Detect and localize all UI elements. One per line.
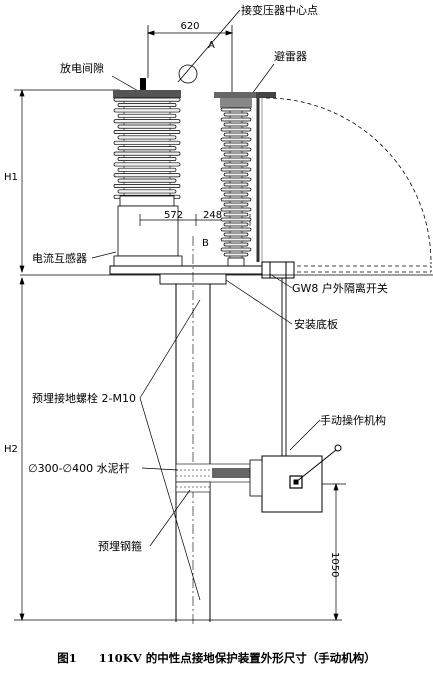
manual-mechanism-label: 手动操作机构 [320,413,386,427]
figure-number: 图1 [57,651,77,665]
h2-label: H2 [4,444,18,455]
dimension-620 [146,25,234,100]
base-plate-label: 安装底板 [294,317,338,331]
main-insulator-stack [113,78,181,207]
mechanism-bracket [175,459,263,497]
dim-572-label: 572 [164,210,183,221]
steel-hoop-label: 预埋钢箍 [98,539,142,553]
transformer-center-label: 接变压器中心点 [241,3,318,17]
current-transformer-leader [91,251,117,259]
device-outline-drawing: 620 接变压器中心点 A 放电间隙 避雷器 H1 电流互感器 572 2 [4,3,433,625]
embedded-steel-hoop [175,481,211,493]
ground-bolt-label: 预埋接地螺栓 2-M10 [32,391,136,405]
dim-248-label: 248 [203,210,222,221]
pole-leader [141,467,179,471]
dimension-h2 [14,276,342,622]
figure-caption: 图1 110KV 的中性点接地保护装置外形尺寸（手动机构） [0,650,433,666]
ground-bolt-leaders [139,299,201,601]
transformer-center-marker [177,9,241,84]
pole-label: ∅300-∅400 水泥杆 [28,461,130,475]
dim-620-label: 620 [180,21,199,32]
h1-label: H1 [4,172,18,183]
discharge-gap-label: 放电间隙 [60,61,104,75]
discharge-gap-leader [111,75,141,93]
base-plate-leader [225,279,293,325]
isolator-switch [256,92,432,273]
arrester-column [214,92,256,269]
arrester-label: 避雷器 [274,49,307,63]
point-a-label: A [208,40,215,51]
steel-hoop-leader [149,489,191,547]
dimension-h1 [14,88,120,274]
figure-title: 110KV 的中性点接地保护装置外形尺寸（手动机构） [98,651,376,665]
manual-mechanism-leader [289,419,321,451]
dim-1050-label: 1050 [329,552,340,577]
dimension-1050 [322,482,346,622]
gw8-switch-label: GW8 户外隔离开关 [292,281,388,295]
point-b-label: B [202,238,209,249]
gw8-switch-leader [269,273,293,289]
manual-mechanism-box [261,444,342,513]
concrete-pole [159,236,227,625]
operating-rod [281,278,287,458]
current-transformer-label: 电流互感器 [32,251,87,265]
